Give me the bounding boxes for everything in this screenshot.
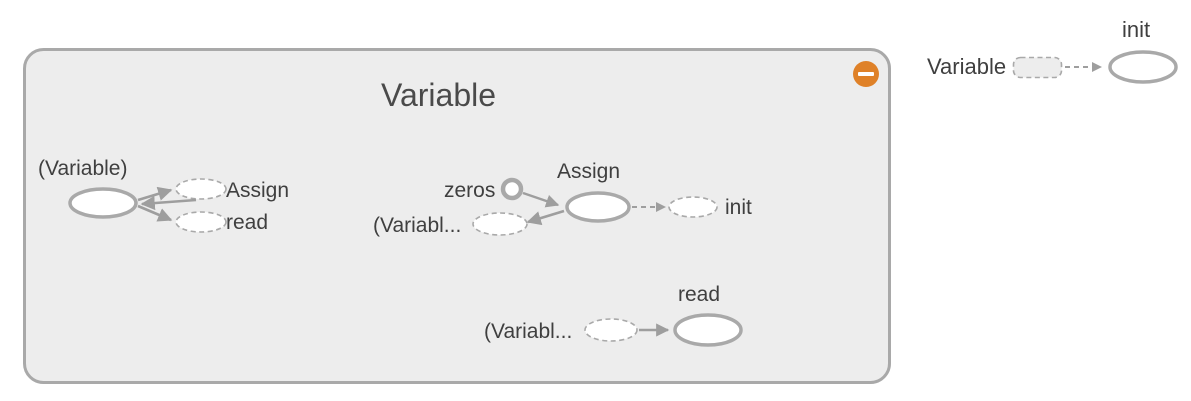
node-read-stub[interactable] [175,211,227,233]
minus-icon-bar [858,72,874,76]
node-init-stub[interactable] [668,196,718,218]
label-variable-source: (Variable) [38,157,128,180]
node-external-init[interactable] [1108,50,1178,84]
edge-assign-back-to-variable [140,195,197,211]
label-read-main: read [678,283,721,306]
label-variable-stub-read: (Variabl... [484,320,573,343]
label-zeros: zeros [444,179,496,202]
label-read-stub: read [226,211,269,234]
node-variable-source[interactable] [68,187,138,219]
label-assign-main: Assign [557,160,621,183]
edge-zeros-to-assign [522,191,560,208]
label-assign-stub: Assign [226,179,290,202]
node-read-main[interactable] [673,313,743,347]
node-variable-stub-read[interactable] [584,318,638,342]
page-title: Variable [381,77,497,113]
label-variable-stub-assign: (Variabl... [373,214,462,237]
minus-icon[interactable] [853,61,879,87]
node-assign-stub[interactable] [175,178,227,200]
node-variable-stub-assign[interactable] [472,212,528,236]
subgraph-panel[interactable] [23,48,891,384]
label-init-stub: init [725,196,752,219]
node-assign-main[interactable] [565,191,631,223]
label-external-variable: Variable [927,54,1007,79]
node-external-variable[interactable] [1012,56,1063,79]
edge-assign-to-variable-stub [526,209,565,226]
label-external-init: init [1122,17,1151,42]
node-zeros-outer[interactable] [500,177,524,201]
